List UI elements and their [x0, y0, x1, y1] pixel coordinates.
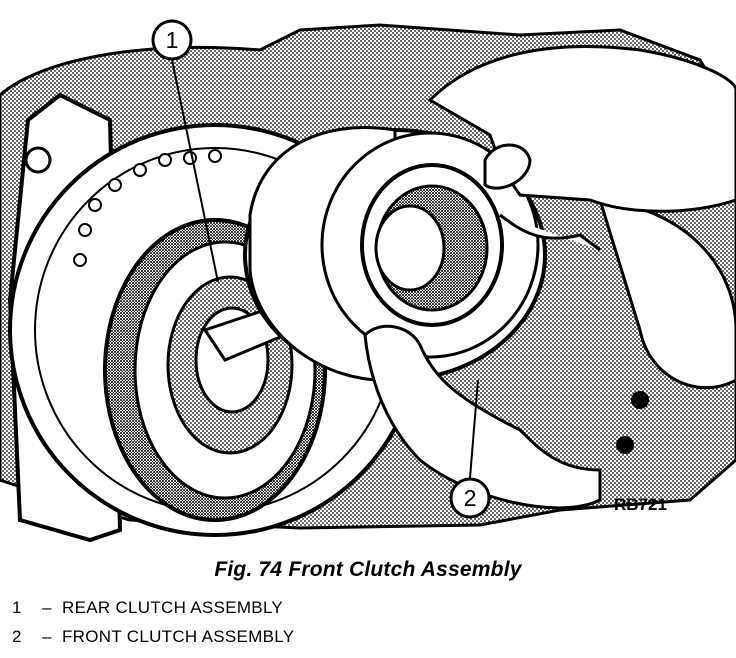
legend-item-separator: –: [42, 627, 52, 646]
callout-2-circle: [449, 477, 491, 519]
figure-caption: Fig. 74 Front Clutch Assembly: [214, 558, 522, 581]
legend-item-text: FRONT CLUTCH ASSEMBLY: [62, 627, 295, 646]
front-clutch-assembly: [243, 126, 547, 382]
callout-1-number: 1: [166, 27, 179, 53]
hands: [363, 45, 736, 510]
legend-item-separator: –: [42, 598, 52, 617]
legend-item-number: 1: [12, 598, 22, 617]
legend-item-number: 2: [12, 627, 22, 646]
legend-item: 2 –FRONT CLUTCH ASSEMBLY: [12, 627, 294, 647]
callout-2-leader: [469, 379, 479, 479]
callout-1-leader: [171, 59, 219, 283]
figure-reference-code: RB721: [614, 495, 667, 514]
callout-2-number: 2: [464, 485, 477, 511]
callout-1: 1: [151, 19, 219, 283]
legend-item: 1 –REAR CLUTCH ASSEMBLY: [12, 598, 283, 618]
callout-2: 2: [449, 379, 491, 519]
clutch-illustration: 1 2 RB721: [0, 19, 736, 543]
callout-1-circle: [151, 19, 193, 61]
legend-item-text: REAR CLUTCH ASSEMBLY: [62, 598, 284, 617]
